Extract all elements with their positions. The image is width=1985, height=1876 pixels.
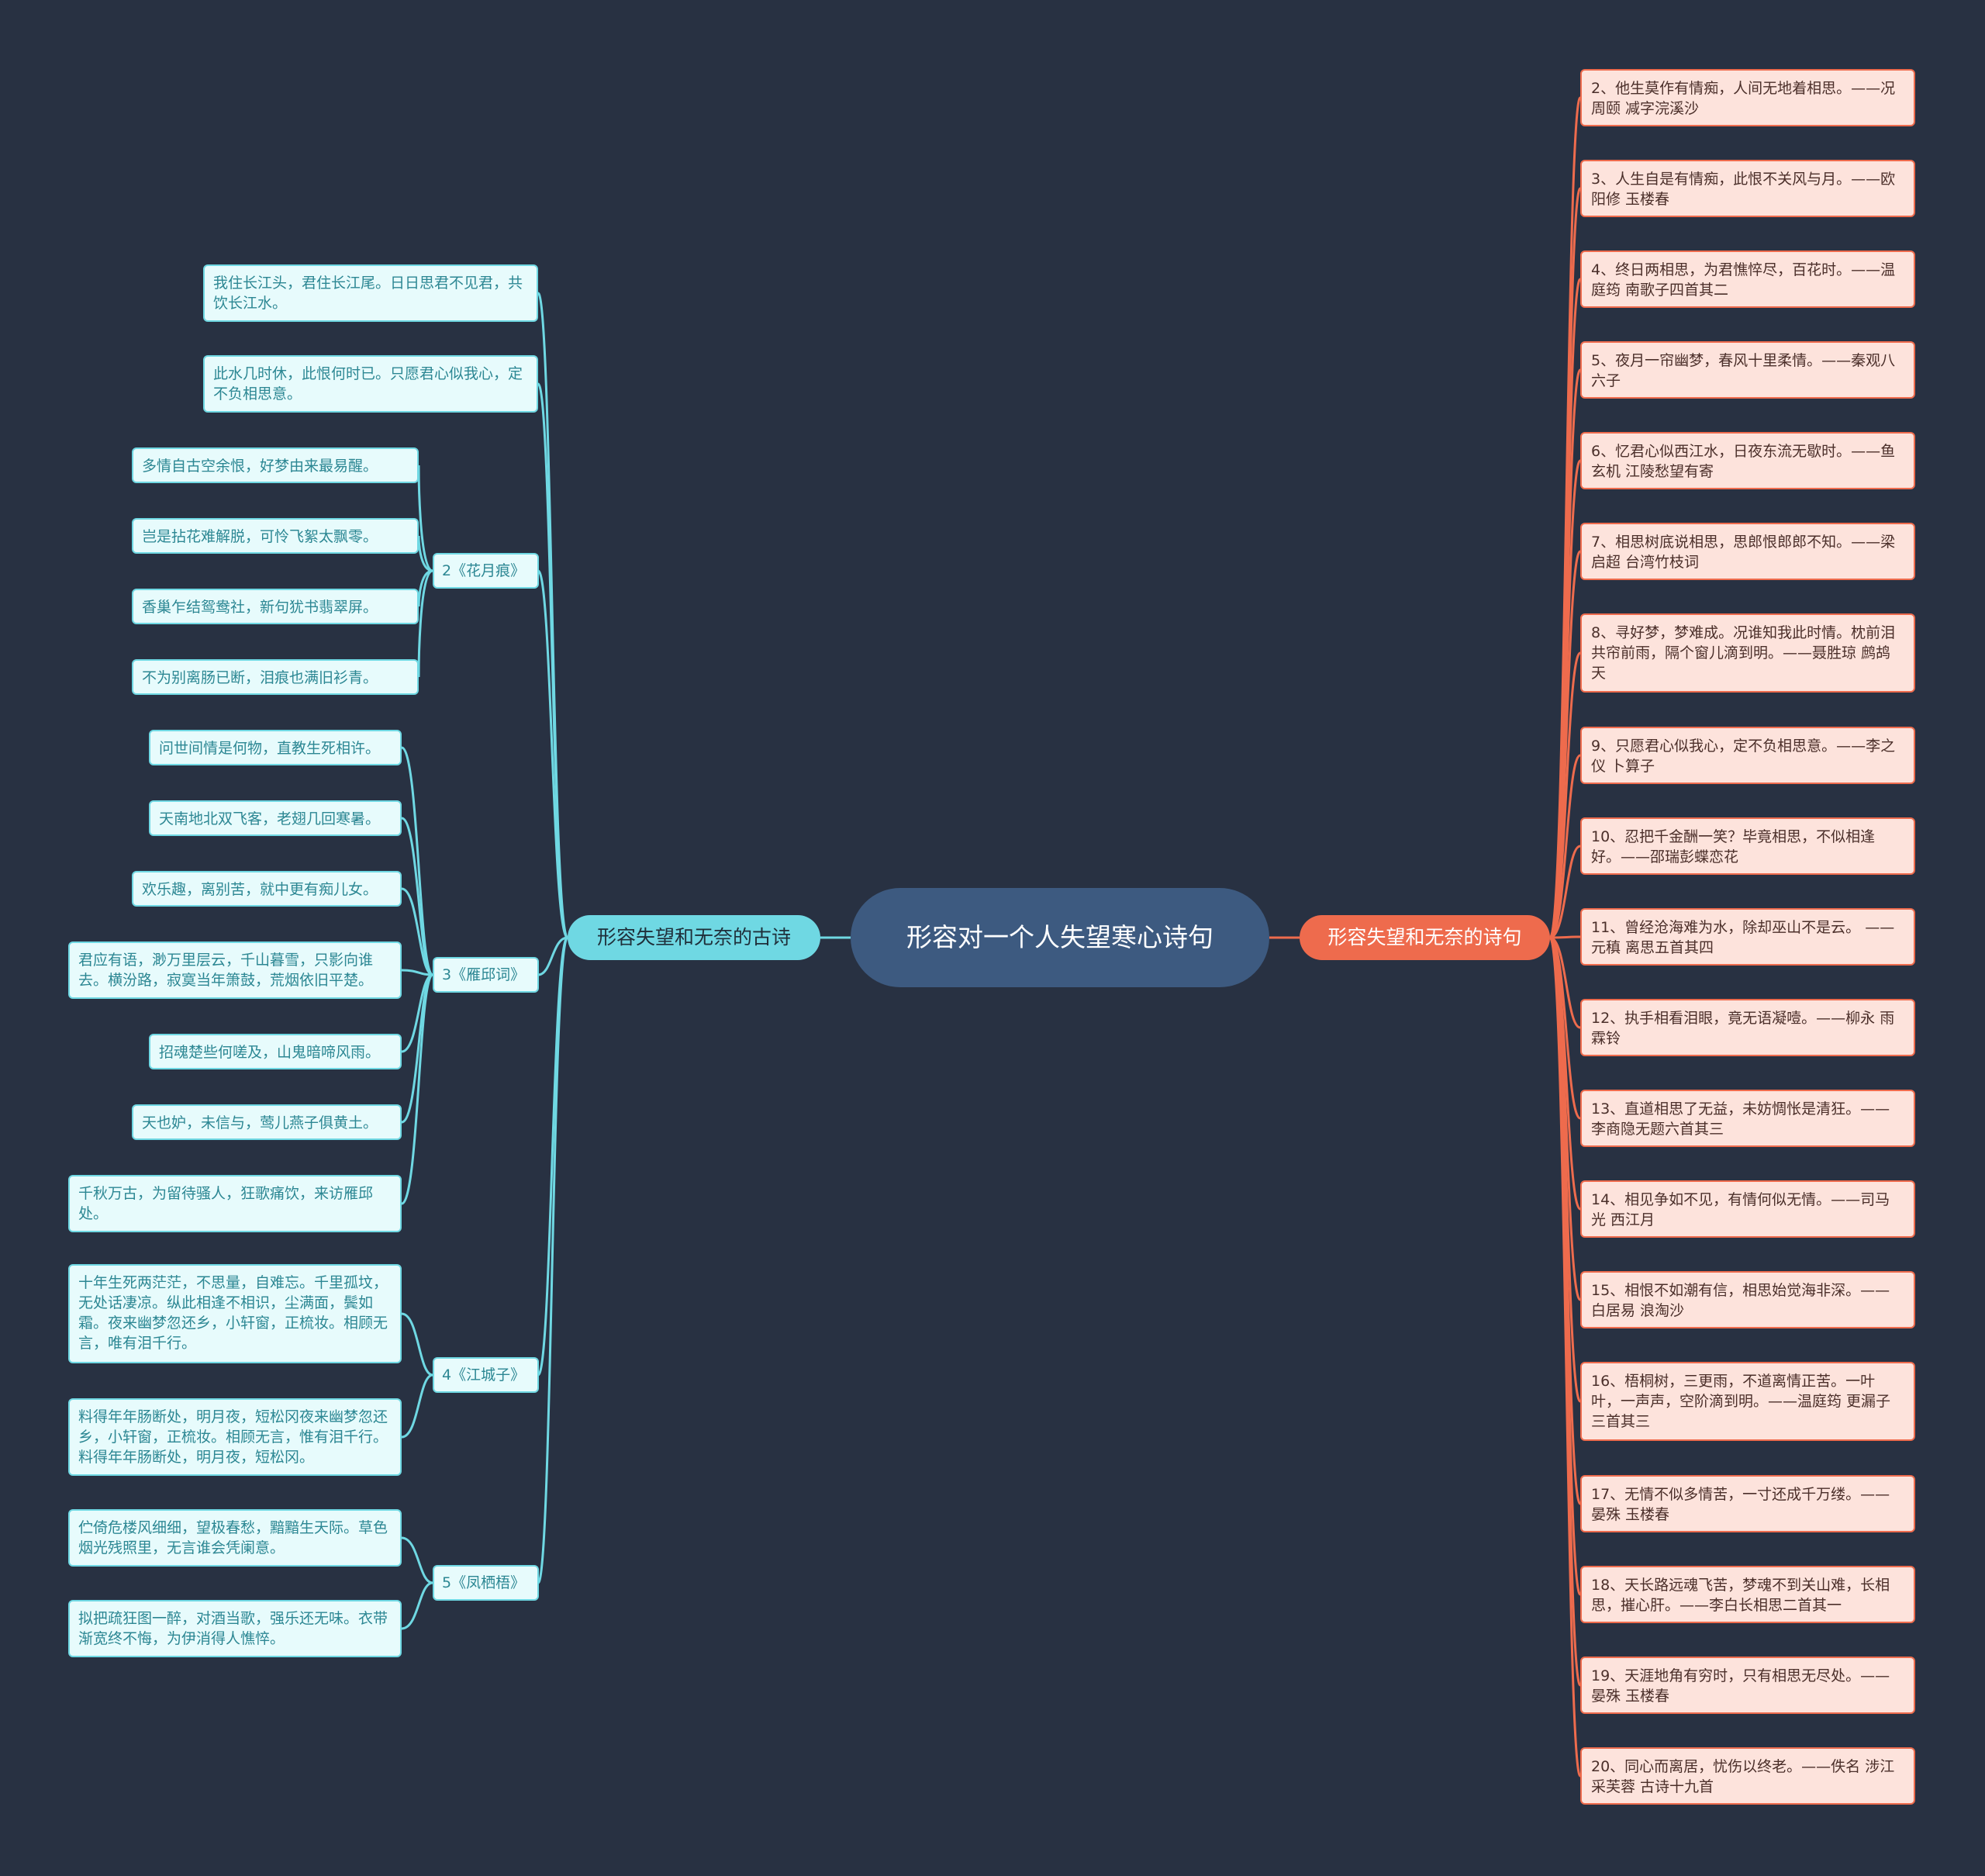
link-p3-0 (401, 746, 434, 976)
poem-line[interactable]: 伫倚危楼风细细，望极春愁，黯黯生天际。草色烟光残照里，无言谁会凭阑意。 (68, 1509, 402, 1567)
poem-yanqiuci[interactable]: 3《雁邱词》 (433, 957, 539, 993)
link-p2-0 (417, 465, 433, 572)
branch-poem-lines[interactable]: 形容失望和无奈的诗句 (1300, 915, 1550, 960)
poem-line[interactable]: 十年生死两茫茫，不思量，自难忘。千里孤坟，无处话凄凉。纵此相逢不相识，尘满面，鬓… (68, 1264, 402, 1363)
poem-line-item[interactable]: 15、相恨不如潮有信，相思始觉海非深。——白居易 浪淘沙 (1580, 1271, 1915, 1328)
poem-line-item[interactable]: 8、寻好梦，梦难成。况谁知我此时情。枕前泪共帘前雨，隔个窗儿滴到明。——聂胜琼 … (1580, 613, 1915, 693)
link-poem-4 (537, 936, 569, 1377)
branch-left-label: 形容失望和无奈的古诗 (596, 926, 791, 948)
poem-line-item[interactable]: 19、天涯地角有穷时，只有相思无尽处。——晏殊 玉楼春 (1580, 1657, 1915, 1714)
link-poem-2 (537, 569, 569, 939)
left-item-2[interactable]: 此水几时休，此恨何时已。只愿君心似我心，定不负相思意。 (203, 355, 538, 413)
poem-line[interactable]: 欢乐趣，离别苦，就中更有痴儿女。 (132, 871, 402, 907)
link-p2-3 (417, 569, 433, 678)
poem-line[interactable]: 天南地北双飞客，老翅几回寒暑。 (149, 800, 402, 836)
poem-line[interactable]: 不为别离肠已断，泪痕也满旧衫青。 (132, 659, 419, 695)
link-p3-3 (401, 969, 433, 976)
link-p2-1 (417, 535, 433, 572)
link-poem-5 (537, 936, 569, 1584)
poem-line-item[interactable]: 14、相见争如不见，有情何似无情。——司马光 西江月 (1580, 1180, 1915, 1238)
poem-line-item[interactable]: 7、相思树底说相思，思郎恨郎郎不知。——梁启超 台湾竹枝词 (1580, 523, 1915, 580)
link-right-10 (1549, 936, 1581, 1029)
root-topic[interactable]: 形容对一个人失望寒心诗句 (851, 888, 1269, 987)
poem-line[interactable]: 招魂楚些何嗟及，山鬼暗啼风雨。 (149, 1034, 402, 1069)
poem-line-item[interactable]: 2、他生莫作有情痴，人间无地着相思。——况周颐 减字浣溪沙 (1580, 69, 1915, 126)
poem-line-item[interactable]: 4、终日两相思，为君憔悴尽，百花时。——温庭筠 南歌子四首其二 (1580, 250, 1915, 308)
poem-line[interactable]: 天也妒，未信与，莺儿燕子俱黄土。 (132, 1104, 402, 1140)
poem-line-item[interactable]: 12、执手相看泪眼，竟无语凝噎。——柳永 雨霖铃 (1580, 999, 1915, 1056)
link-right-8 (1549, 845, 1581, 939)
link-right-2 (1548, 278, 1582, 939)
link-p3-6 (401, 973, 434, 1205)
link-p3-1 (401, 817, 433, 976)
poem-line-item[interactable]: 11、曾经沧海难为水，除却巫山不是云。 ——元稹 离思五首其四 (1580, 908, 1915, 966)
branch-right-label: 形容失望和无奈的诗句 (1327, 926, 1522, 948)
poem-line[interactable]: 多情自古空余恨，好梦由来最易醒。 (132, 447, 419, 483)
poem-line[interactable]: 拟把疏狂图一醉，对酒当歌，强乐还无味。衣带渐宽终不悔，为伊消得人憔悴。 (68, 1600, 402, 1657)
link-p4-1 (401, 1373, 433, 1439)
link-p5-0 (401, 1536, 433, 1584)
poem-line-item[interactable]: 6、忆君心似西江水，日夜东流无歇时。——鱼玄机 江陵愁望有寄 (1580, 432, 1915, 489)
poem-line-item[interactable]: 16、梧桐树，三更雨，不道离情正苦。一叶叶，一声声，空阶滴到明。——温庭筠 更漏… (1580, 1362, 1915, 1441)
link-poem-3 (537, 936, 568, 976)
link-p2-2 (417, 569, 433, 607)
link-left-item-1 (537, 292, 569, 939)
poem-jiangchengzi[interactable]: 4《江城子》 (433, 1357, 539, 1393)
poem-line[interactable]: 君应有语，渺万里层云，千山暮雪，只影向谁去。横汾路，寂寞当年箫鼓，荒烟依旧平楚。 (68, 941, 402, 999)
link-right-9 (1549, 935, 1581, 939)
poem-huayuehen[interactable]: 2《花月痕》 (433, 553, 539, 589)
poem-line-item[interactable]: 10、忍把千金酬一笑？毕竟相思，不似相逢好。——邵瑞彭蝶恋花 (1580, 817, 1915, 875)
branch-ancient-poems[interactable]: 形容失望和无奈的古诗 (568, 915, 820, 960)
poem-fengqiwu[interactable]: 5《凤栖梧》 (433, 1565, 539, 1601)
poem-line-item[interactable]: 20、同心而离居，忧伤以终老。——佚名 涉江采芙蓉 古诗十九首 (1580, 1747, 1915, 1805)
poem-line-item[interactable]: 5、夜月一帘幽梦，春风十里柔情。——秦观八六子 (1580, 341, 1915, 399)
link-p3-2 (401, 887, 433, 976)
poem-line[interactable]: 料得年年肠断处，明月夜，短松冈夜来幽梦忽还乡，小轩窗，正梳妆。相顾无言，惟有泪千… (68, 1398, 402, 1476)
link-left-item-2 (537, 382, 569, 939)
poem-line[interactable]: 岂是拈花难解脱，可怜飞絮太飘零。 (132, 518, 419, 554)
poem-line-item[interactable]: 9、只愿君心似我心，定不负相思意。——李之仪 卜算子 (1580, 727, 1915, 784)
link-right-7 (1549, 754, 1582, 939)
poem-line[interactable]: 香巢乍结鸳鸯社，新句犹书翡翠屏。 (132, 589, 419, 624)
poem-line[interactable]: 问世间情是何物，直教生死相许。 (149, 730, 402, 765)
link-p5-1 (401, 1581, 433, 1630)
poem-line-item[interactable]: 18、天长路远魂飞苦，梦魂不到关山难，长相思，摧心肝。——李白长相思二首其一 (1580, 1566, 1915, 1623)
left-item-1[interactable]: 我住长江头，君住长江尾。日日思君不见君，共饮长江水。 (203, 264, 538, 322)
poem-line-item[interactable]: 17、无情不似多情苦，一寸还成千万缕。——晏殊 玉楼春 (1580, 1475, 1915, 1532)
link-right-18 (1548, 936, 1582, 1778)
link-p4-0 (401, 1312, 433, 1377)
poem-line-item[interactable]: 13、直道相思了无益，未妨惆怅是清狂。——李商隐无题六首其三 (1580, 1090, 1915, 1147)
poem-line[interactable]: 千秋万古，为留待骚人，狂歌痛饮，来访雁邱处。 (68, 1175, 402, 1232)
root-title: 形容对一个人失望寒心诗句 (906, 922, 1213, 952)
poem-line-item[interactable]: 3、人生自是有情痴，此恨不关风与月。——欧阳修 玉楼春 (1580, 160, 1915, 217)
link-right-6 (1548, 651, 1582, 939)
